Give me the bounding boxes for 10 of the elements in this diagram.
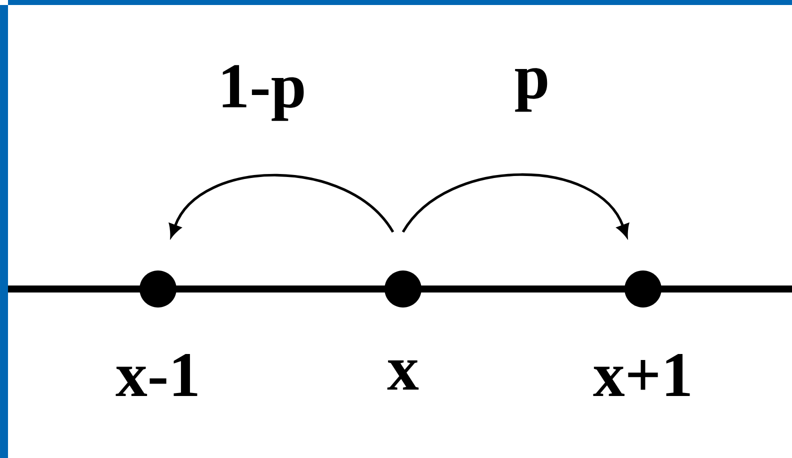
edge-label: p	[513, 67, 551, 113]
point-dot	[384, 270, 422, 308]
point-dot	[624, 270, 662, 308]
point-dot	[140, 270, 176, 308]
arrow	[169, 174, 394, 238]
point-label: x-1	[116, 354, 198, 396]
edge-label: 1-p	[216, 64, 308, 122]
point-label: x+1	[593, 354, 690, 396]
arrow	[402, 173, 629, 238]
point-label: x	[387, 360, 419, 390]
